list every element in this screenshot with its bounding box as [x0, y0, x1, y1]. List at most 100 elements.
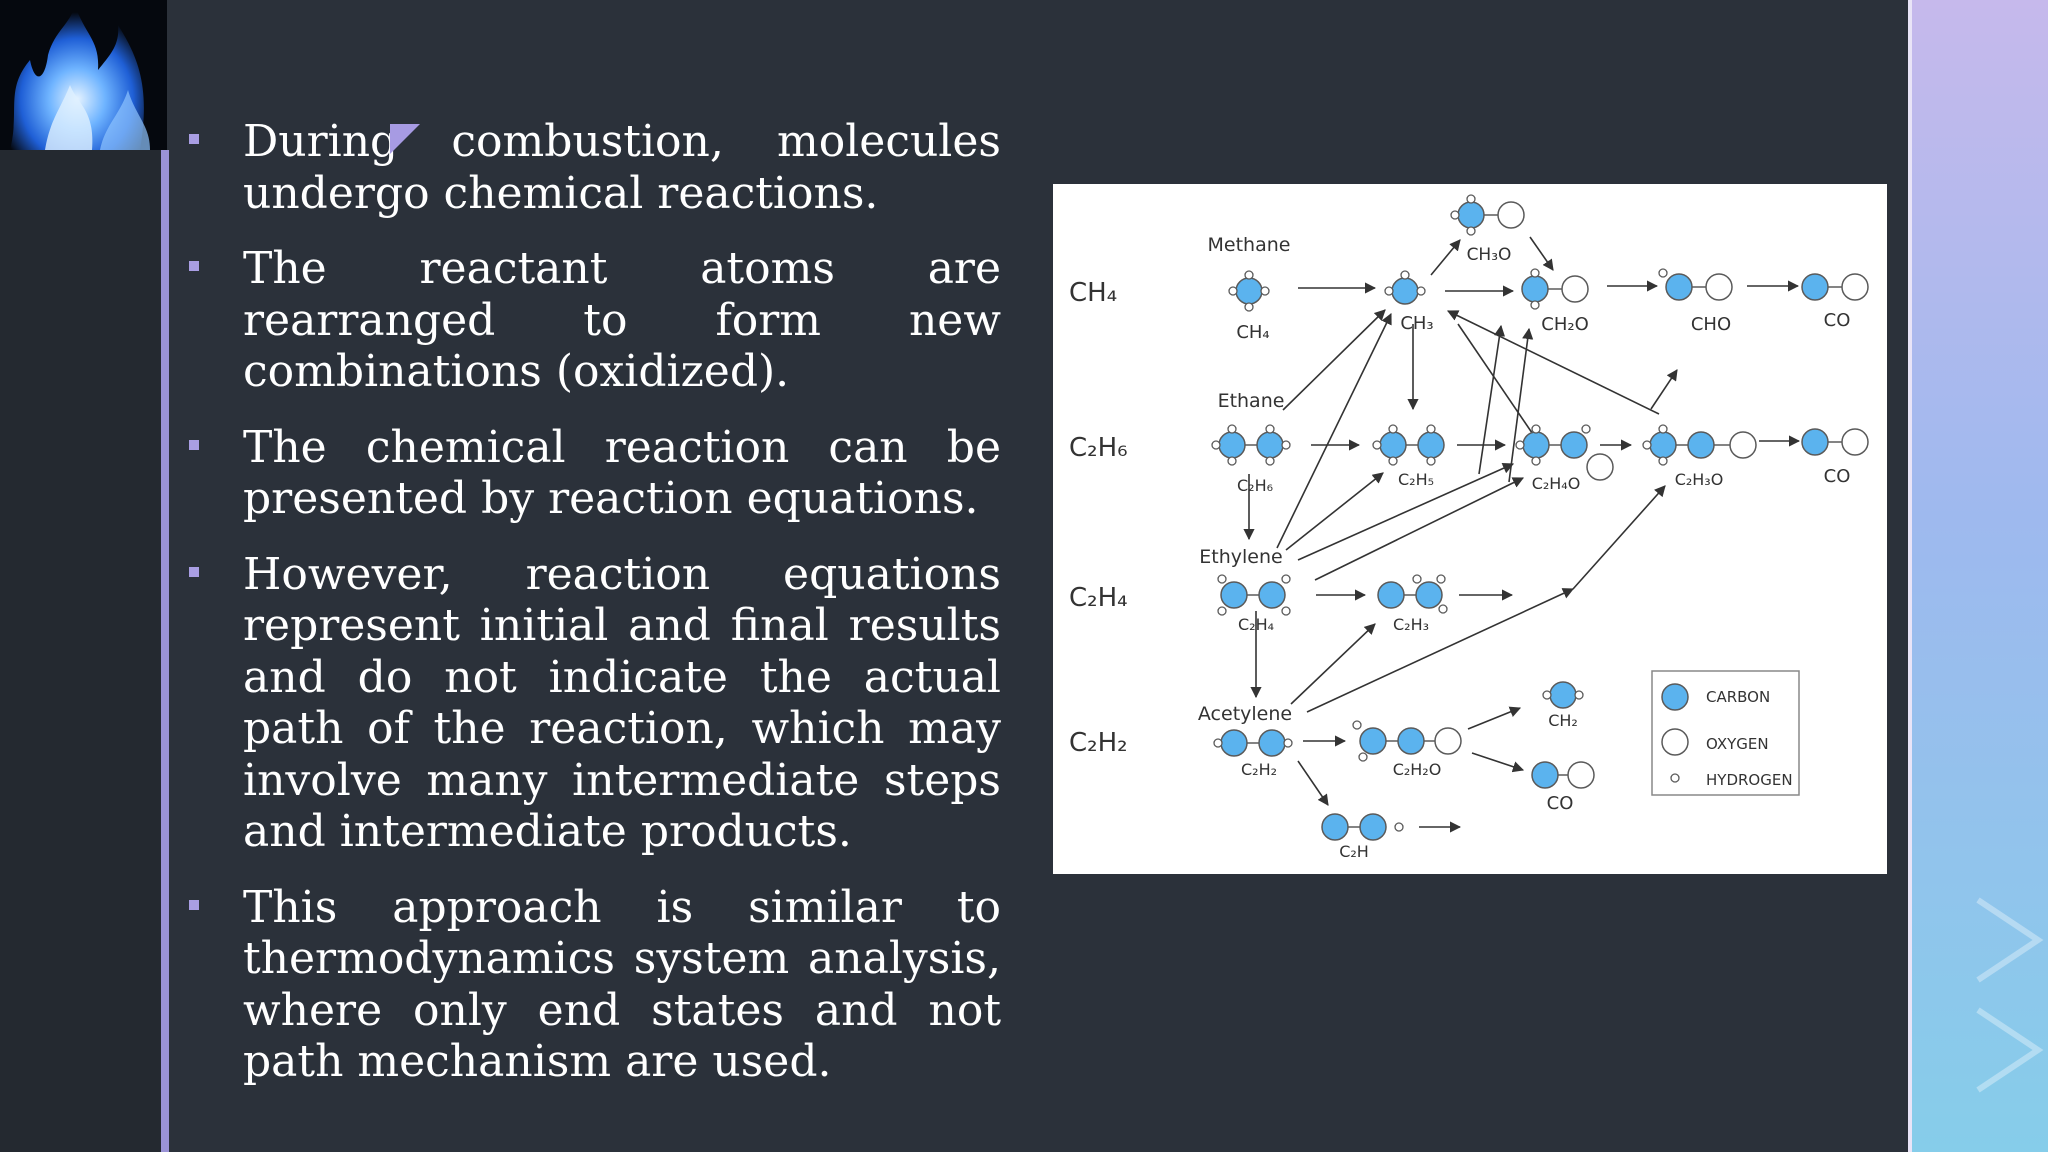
- reaction-arrow: [1306, 588, 1575, 713]
- hydrogen-atom: [1265, 424, 1275, 434]
- hydrogen-atom: [1574, 690, 1584, 700]
- bullet-item: However, reaction equations represent in…: [185, 549, 1001, 858]
- bullet-text: The chemical reaction can be presented b…: [243, 421, 1001, 525]
- carbon-atom: [1391, 277, 1419, 305]
- carbon-atom: [1359, 727, 1387, 755]
- hydrogen-atom: [1426, 456, 1436, 466]
- carbon-atom: [1218, 431, 1246, 459]
- carbon-atom: [1649, 431, 1677, 459]
- hydrogen-atom: [1581, 424, 1591, 434]
- carbon-atom: [1522, 431, 1550, 459]
- acetylene-name: Acetylene: [1198, 703, 1292, 725]
- bullet-item: The reactant atoms are rearranged to for…: [185, 243, 1001, 398]
- species-label: C₂H₄: [1238, 615, 1274, 634]
- bullet-list: During combustion, molecules undergo che…: [185, 116, 1001, 1112]
- bullet-item: The chemical reaction can be presented b…: [185, 422, 1001, 525]
- hydrogen-atom: [1358, 752, 1368, 762]
- species-label: CO: [1547, 793, 1574, 814]
- carbon-atom: [1457, 201, 1485, 229]
- reaction-arrow: [1478, 324, 1506, 475]
- hydrogen-atom: [1227, 456, 1237, 466]
- decorative-side-panel: [1908, 0, 2048, 1152]
- species-label: C₂H₃: [1393, 615, 1429, 634]
- carbon-atom: [1801, 273, 1829, 301]
- hydrogen-atom: [1227, 424, 1237, 434]
- species-label: CH₂: [1548, 711, 1578, 730]
- hydrogen-atom: [1412, 574, 1422, 584]
- carbon-atom: [1258, 729, 1286, 757]
- accent-bar: [161, 150, 169, 1152]
- hydrogen-atom: [1530, 268, 1540, 278]
- hydrogen-atom: [1394, 822, 1404, 832]
- row-formula-label: C₂H₆: [1069, 433, 1128, 463]
- carbon-atom: [1801, 428, 1829, 456]
- hydrogen-atom: [1658, 456, 1668, 466]
- hydrogen-atom: [1531, 456, 1541, 466]
- carbon-atom: [1687, 431, 1715, 459]
- legend-carbon-icon: [1661, 683, 1689, 711]
- hydrogen-atom: [1388, 456, 1398, 466]
- bullet-marker: [189, 899, 199, 910]
- hydrogen-atom: [1265, 456, 1275, 466]
- reaction-arrow: [1290, 623, 1376, 705]
- carbon-atom: [1415, 581, 1443, 609]
- reaction-arrow: [1282, 309, 1386, 411]
- oxygen-atom: [1841, 273, 1869, 301]
- bullet-marker: [189, 439, 199, 450]
- hydrogen-atom: [1438, 604, 1448, 614]
- hydrogen-atom: [1281, 440, 1291, 450]
- reaction-arrow: [1285, 472, 1384, 551]
- carbon-atom: [1235, 277, 1263, 305]
- species-label: C₂H₄O: [1532, 474, 1581, 493]
- hydrogen-atom: [1426, 424, 1436, 434]
- hydrogen-atom: [1244, 302, 1254, 312]
- hydrogen-atom: [1388, 424, 1398, 434]
- hydrogen-atom: [1244, 270, 1254, 280]
- reaction-arrow: [1529, 236, 1554, 271]
- hydrogen-atom: [1515, 440, 1525, 450]
- oxygen-atom: [1497, 201, 1525, 229]
- hydrogen-atom: [1283, 738, 1293, 748]
- hydrogen-atom: [1466, 226, 1476, 236]
- hydrogen-atom: [1658, 268, 1668, 278]
- species-label: CH₃O: [1467, 245, 1512, 265]
- species-label: C₂H₂O: [1393, 760, 1442, 779]
- carbon-atom: [1521, 275, 1549, 303]
- legend-label: CARBON: [1706, 688, 1770, 706]
- reaction-arrow: [1508, 327, 1534, 483]
- species-label: C₂H₂: [1241, 760, 1277, 779]
- hydrogen-atom: [1416, 286, 1426, 296]
- carbon-atom: [1397, 727, 1425, 755]
- hydrogen-atom: [1531, 424, 1541, 434]
- reaction-arrow: [1467, 706, 1522, 730]
- reaction-arrow: [1430, 239, 1461, 276]
- oxygen-atom: [1729, 431, 1757, 459]
- oxygen-atom: [1561, 275, 1589, 303]
- carbon-atom: [1256, 431, 1284, 459]
- hydrogen-atom: [1642, 440, 1652, 450]
- species-label: C₂H: [1339, 842, 1369, 861]
- hydrogen-atom: [1450, 210, 1460, 220]
- species-label: C₂H₆: [1237, 476, 1273, 495]
- carbon-atom: [1321, 813, 1349, 841]
- legend-label: OXYGEN: [1706, 735, 1769, 753]
- species-label: CHO: [1691, 314, 1731, 335]
- species-label: C₂H₃O: [1675, 470, 1724, 489]
- hydrogen-atom: [1352, 720, 1362, 730]
- hydrogen-atom: [1384, 286, 1394, 296]
- hydrogen-atom: [1211, 440, 1221, 450]
- hydrogen-atom: [1281, 606, 1291, 616]
- left-strip: [0, 0, 165, 1152]
- carbon-atom: [1220, 581, 1248, 609]
- carbon-atom: [1531, 761, 1559, 789]
- species-label: CH₃: [1400, 313, 1433, 334]
- hydrogen-atom: [1228, 286, 1238, 296]
- ethylene-name: Ethylene: [1199, 546, 1282, 568]
- row-formula-label: CH₄: [1069, 278, 1117, 308]
- legend-label: HYDROGEN: [1706, 771, 1793, 789]
- bullet-item: This approach is similar to thermodynami…: [185, 882, 1001, 1088]
- hydrogen-atom: [1281, 574, 1291, 584]
- reaction-arrow: [1471, 752, 1525, 773]
- hydrogen-atom: [1436, 574, 1446, 584]
